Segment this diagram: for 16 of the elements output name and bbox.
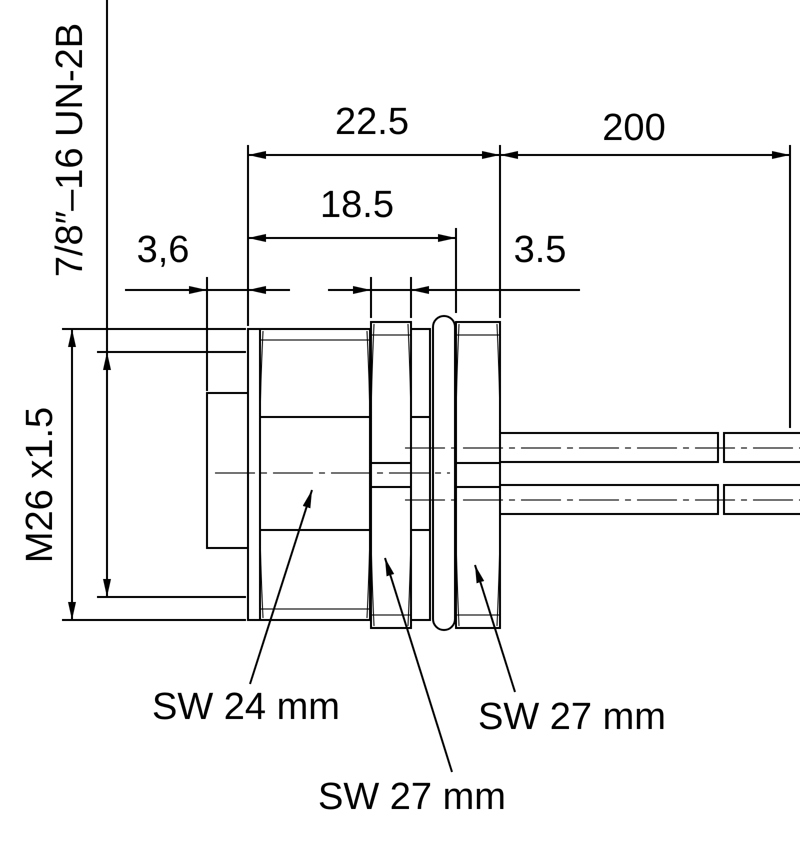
leader-line <box>474 564 516 692</box>
leader-line <box>384 558 453 772</box>
dimension-label: 200 <box>602 109 666 147</box>
hex-nut <box>370 321 412 629</box>
dimension-label: 7/8″–16 UN-2B <box>51 22 89 278</box>
dimension-label: M26 x1.5 <box>21 406 59 564</box>
dimension-label: 3,6 <box>136 231 190 269</box>
callout-label: SW 27 mm <box>478 698 666 736</box>
callout-label: SW 24 mm <box>152 688 340 726</box>
hex-nut <box>455 321 501 629</box>
leader-line <box>249 490 313 684</box>
dimension-label: 18.5 <box>320 186 394 224</box>
callout-label: SW 27 mm <box>318 778 506 816</box>
dimension-label: 22.5 <box>335 103 409 141</box>
hex-body <box>259 328 371 621</box>
dimension-label: 3.5 <box>514 231 566 269</box>
